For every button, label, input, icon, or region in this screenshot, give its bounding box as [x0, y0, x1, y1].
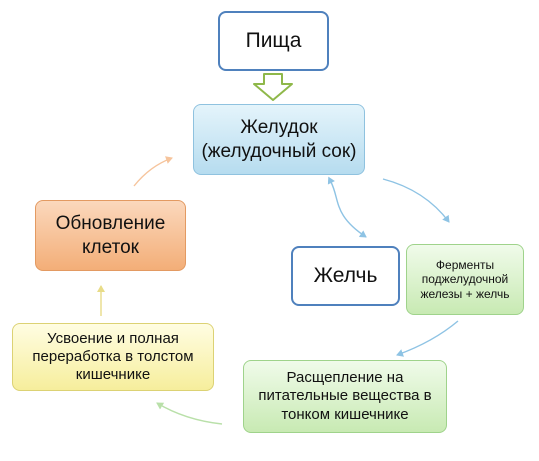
enzymes-to-breakdown-arrow: [396, 320, 459, 357]
bile-label: Желчь: [313, 264, 378, 288]
stomach-label-line1: Желудок: [240, 117, 318, 139]
stomach-label-line2: (желудочный сок): [201, 140, 357, 162]
stomach-bile-double-arrow: [327, 176, 367, 238]
absorption-label-line1: Усвоение и полная: [47, 329, 179, 347]
stomach-node: Желудок (желудочный сок): [193, 104, 365, 175]
breakdown-to-absorption-arrow: [156, 402, 223, 425]
renewal-label-line2: клеток: [82, 236, 139, 258]
renewal-label-line1: Обновление: [55, 213, 166, 235]
breakdown-node: Расщепление на питательные вещества в то…: [243, 360, 447, 433]
food-node: Пища: [218, 11, 329, 71]
pancreatic-enzymes-node: Ферменты поджелудочной железы + желчь: [406, 244, 524, 315]
cell-renewal-node: Обновление клеток: [35, 200, 186, 271]
renewal-to-stomach-arrow: [133, 156, 173, 187]
food-label: Пища: [245, 29, 302, 53]
breakdown-label-line1: Расщепление на: [286, 369, 404, 387]
stomach-to-enzymes-arrow: [382, 178, 450, 223]
absorption-label-line3: кишечнике: [75, 366, 151, 384]
enzymes-label-line1: Ферменты: [435, 257, 495, 272]
food-to-stomach-block-arrow: [253, 73, 293, 101]
bile-node: Желчь: [291, 246, 400, 306]
enzymes-label-line2: поджелудочной: [421, 272, 509, 287]
enzymes-label-line3: железы + желчь: [420, 286, 510, 301]
absorption-node: Усвоение и полная переработка в толстом …: [12, 323, 214, 391]
absorption-label-line2: переработка в толстом: [32, 347, 194, 365]
breakdown-label-line3: тонком кишечнике: [281, 405, 409, 423]
breakdown-label-line2: питательные вещества в: [258, 387, 432, 405]
